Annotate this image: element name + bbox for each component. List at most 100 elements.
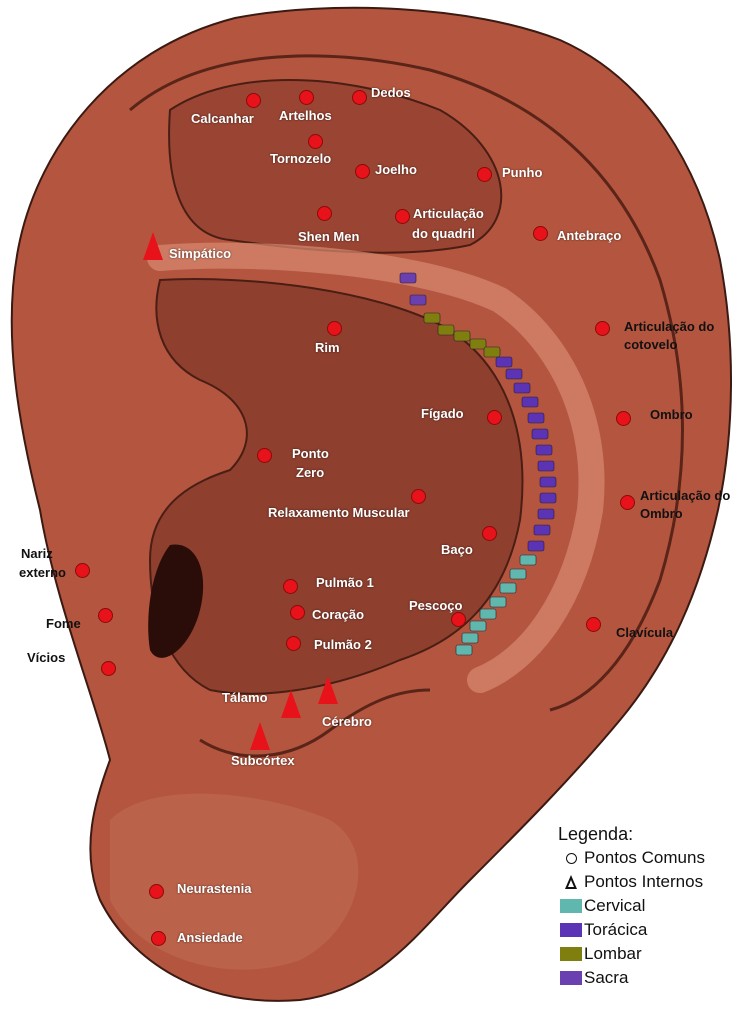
label-art-ombro-1: Articulação do [640,488,730,504]
spine-segment [470,339,486,349]
label-calcanhar: Calcanhar [191,111,254,127]
legend-item-comuns: Pontos Comuns [558,846,752,870]
point-coracao [290,605,305,620]
label-vicios: Vícios [27,650,65,666]
spine-segment [540,493,556,503]
spine-segment [536,445,552,455]
point-cotovelo [595,321,610,336]
spine-segment [496,357,512,367]
point-tornozelo [308,134,323,149]
spine-segment [480,609,496,619]
label-figado: Fígado [421,406,464,422]
spine-segment [538,461,554,471]
label-ponto-zero-1: Ponto [292,446,329,462]
spine-segment [438,325,454,335]
legend-label: Pontos Comuns [584,848,705,868]
point-joelho [355,164,370,179]
label-relaxamento: Relaxamento Muscular [268,505,410,521]
point-talamo [281,690,301,718]
label-nariz-1: Nariz [21,546,53,562]
label-tornozelo: Tornozelo [270,151,331,167]
point-ombro [616,411,631,426]
point-clavicula [586,617,601,632]
label-ombro: Ombro [650,407,693,423]
point-pulmao1 [283,579,298,594]
label-subcortex: Subcórtex [231,753,295,769]
label-neurastenia: Neurastenia [177,881,251,897]
point-antebraco [533,226,548,241]
spine-segment [500,583,516,593]
label-coracao: Coração [312,607,364,623]
spine-segment [528,541,544,551]
spine-segment [506,369,522,379]
label-shen-men: Shen Men [298,229,359,245]
label-antebraco: Antebraço [557,228,621,244]
point-artelhos [299,90,314,105]
legend-label: Pontos Internos [584,872,703,892]
point-neurastenia [149,884,164,899]
spine-segment [532,429,548,439]
label-nariz-2: externo [19,565,66,581]
spine-segment [454,331,470,341]
label-art-ombro-2: Ombro [640,506,683,522]
spine-segment [410,295,426,305]
spine-segment [510,569,526,579]
point-calcanhar [246,93,261,108]
point-dedos [352,90,367,105]
label-ansiedade: Ansiedade [177,930,243,946]
legend-item-internos: Pontos Internos [558,870,752,894]
spine-segment [456,645,472,655]
spine-segment [400,273,416,283]
lombar-swatch [560,947,582,961]
spine-segment [522,397,538,407]
point-simpatico [143,232,163,260]
label-talamo: Tálamo [222,690,268,706]
spine-segment [484,347,500,357]
point-vicios [101,661,116,676]
spine-segment [462,633,478,643]
spine-segment [538,509,554,519]
label-pulmao2: Pulmão 2 [314,637,372,653]
legend-title: Legenda: [558,822,752,846]
label-articulacao-quadril-1: Articulação [413,206,484,222]
point-nariz [75,563,90,578]
label-cotovelo-1: Articulação do [624,319,714,335]
spine-segment [528,413,544,423]
spine-segment [520,555,536,565]
legend-label: Sacra [584,968,628,988]
label-dedos: Dedos [371,85,411,101]
point-ponto-zero [257,448,272,463]
spine-segment [424,313,440,323]
legend: Legenda: Pontos Comuns Pontos Internos C… [558,822,752,990]
label-punho: Punho [502,165,542,181]
point-pulmao2 [286,636,301,651]
spine-segment [514,383,530,393]
toracica-swatch [560,923,582,937]
spine-segment [470,621,486,631]
spine-segment [540,477,556,487]
point-pescoco [451,612,466,627]
legend-item-lombar: Lombar [558,942,752,966]
sacra-swatch [560,971,582,985]
point-punho [477,167,492,182]
cervical-swatch [560,899,582,913]
spine-segment [534,525,550,535]
label-artelhos: Artelhos [279,108,332,124]
point-ansiedade [151,931,166,946]
point-baco [482,526,497,541]
legend-label: Torácica [584,920,647,940]
point-shen-men [317,206,332,221]
point-figado [487,410,502,425]
triangle-outline-icon [565,875,577,889]
label-cerebro: Cérebro [322,714,372,730]
point-art-ombro [620,495,635,510]
point-subcortex [250,722,270,750]
circle-outline-icon [566,853,577,864]
point-quadril [395,209,410,224]
point-cerebro [318,676,338,704]
label-ponto-zero-2: Zero [296,465,324,481]
spine-segment [490,597,506,607]
label-cotovelo-2: cotovelo [624,337,677,353]
legend-label: Lombar [584,944,642,964]
